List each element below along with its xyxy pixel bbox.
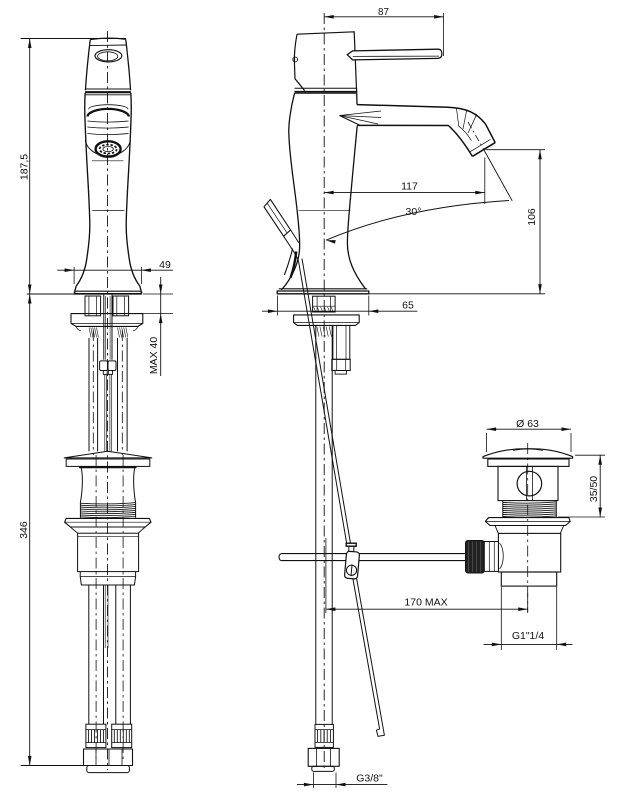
svg-text:87: 87 (378, 7, 389, 18)
svg-text:106: 106 (526, 208, 538, 226)
svg-text:117: 117 (401, 181, 418, 193)
svg-text:346: 346 (18, 521, 30, 539)
svg-text:G3/8": G3/8" (356, 773, 383, 785)
svg-text:49: 49 (159, 259, 171, 271)
svg-text:MAX 40: MAX 40 (148, 337, 160, 375)
svg-text:170 MAX: 170 MAX (404, 597, 447, 609)
svg-text:65: 65 (402, 299, 414, 311)
svg-text:G1"1/4: G1"1/4 (512, 630, 544, 642)
svg-text:187,5: 187,5 (19, 154, 31, 180)
svg-text:35/50: 35/50 (588, 476, 600, 502)
svg-text:30°: 30° (406, 206, 422, 218)
svg-text:Ø 63: Ø 63 (516, 418, 539, 430)
